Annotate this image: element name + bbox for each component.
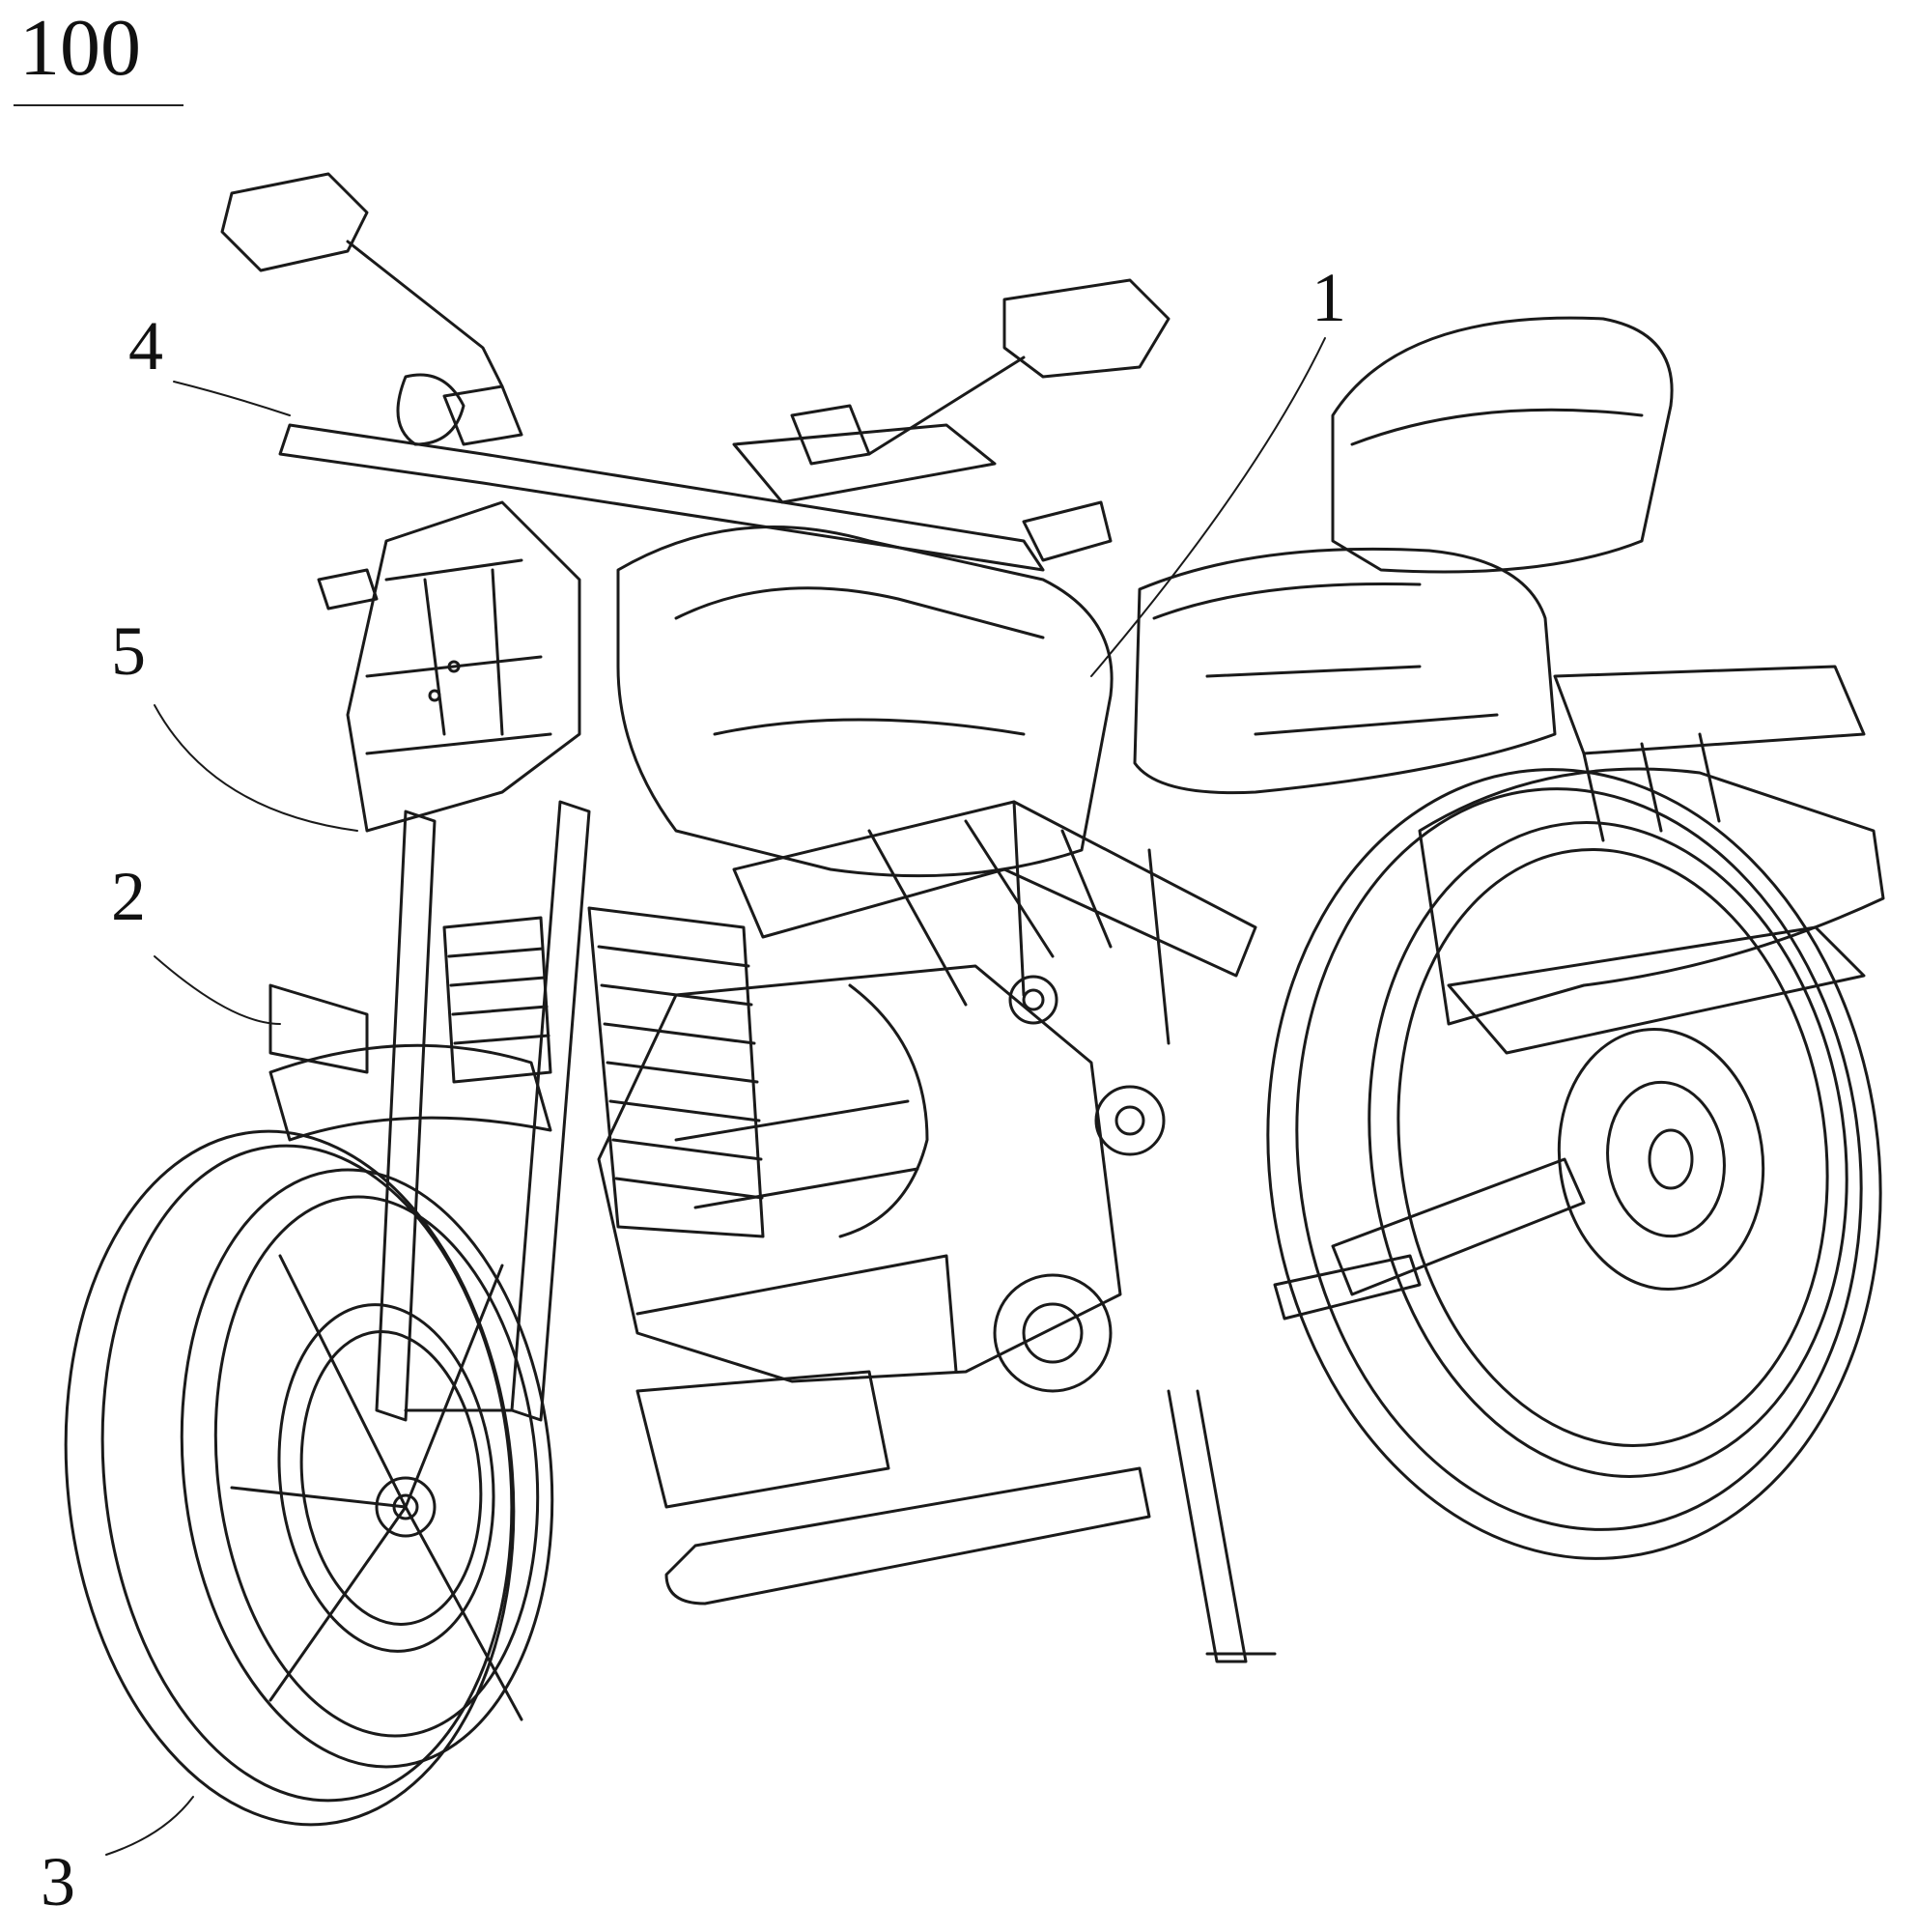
front-fork (377, 802, 589, 1420)
front-fairing (270, 502, 579, 1072)
callout-label-2: 2 (111, 858, 146, 935)
callout-label-5: 5 (111, 612, 146, 690)
mirrors (222, 174, 1169, 454)
side-stand (1169, 1391, 1275, 1662)
fuel-tank (618, 526, 1112, 875)
swingarm (1275, 927, 1864, 1319)
rear-wheel (1218, 729, 1918, 1599)
radiator (444, 908, 763, 1236)
front-fender (270, 1045, 550, 1140)
tail-section (1420, 667, 1883, 1024)
leader-line-4 (174, 382, 290, 415)
turn-signal (319, 570, 377, 609)
figure-number-underline (14, 104, 183, 106)
callout-label-4: 4 (128, 307, 163, 384)
handlebar (280, 375, 1111, 570)
figure-number: 100 (19, 3, 141, 93)
engine (599, 966, 1164, 1391)
leader-line-2 (155, 956, 280, 1024)
exhaust (637, 1372, 1149, 1604)
leader-line-5 (155, 705, 357, 831)
leader-lines (106, 338, 1325, 1855)
callout-label-3: 3 (41, 1843, 75, 1920)
trellis-frame (734, 802, 1255, 1043)
callout-label-1: 1 (1312, 259, 1346, 336)
seat (1135, 318, 1672, 792)
leader-line-3 (106, 1797, 193, 1855)
front-wheel (33, 1109, 581, 1847)
leader-line-1 (1091, 338, 1325, 676)
